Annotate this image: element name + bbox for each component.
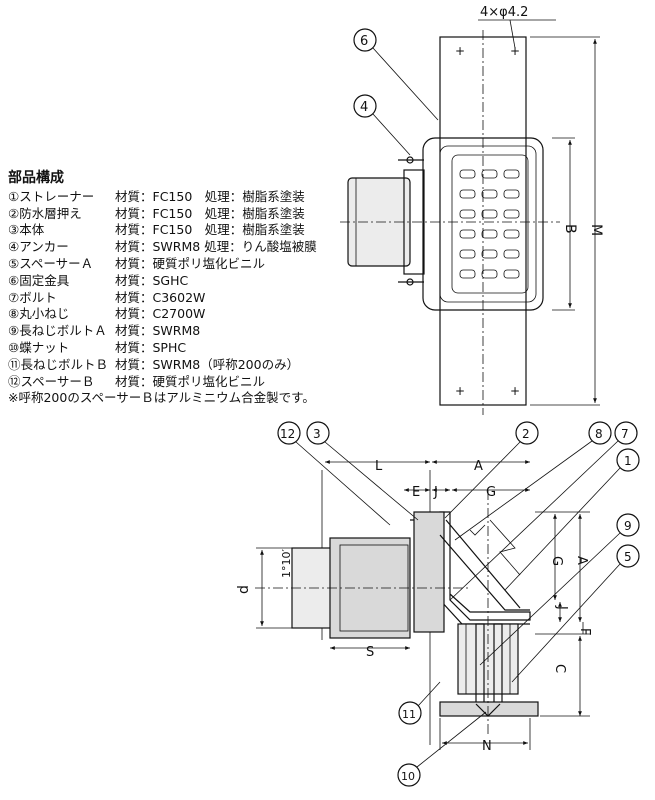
- part-name: ⑤スペーサーＡ: [8, 255, 94, 271]
- callout-12: 12: [277, 421, 391, 526]
- parts-row: ③本体 材質：FC150 処理：樹脂系塗装: [8, 222, 348, 239]
- part-name: ⑦ボルト: [8, 289, 57, 305]
- svg-text:10: 10: [401, 770, 415, 783]
- parts-row: ⑤スペーサーＡ 材質：硬質ポリ塩化ビニル: [8, 256, 348, 273]
- dim-J-top: J: [433, 485, 438, 500]
- parts-row: ⑫スペーサーＢ 材質：硬質ポリ塩化ビニル: [8, 374, 348, 391]
- parts-list: 部品構成 ①ストレーナー材質：FC150 処理：樹脂系塗装 ②防水層押え材質：F…: [8, 170, 348, 407]
- callout-3: 3: [306, 421, 419, 521]
- dim-C: C: [552, 664, 567, 673]
- part-name: ④アンカー: [8, 239, 69, 255]
- svg-text:+: +: [455, 384, 465, 398]
- dim-G-top: G: [486, 485, 496, 500]
- callout-2: 2: [444, 421, 539, 519]
- svg-text:5: 5: [624, 550, 632, 564]
- part-material: 材質：SWRM8 処理：りん酸塩被膜: [115, 239, 317, 255]
- callout-9: 9: [479, 513, 640, 666]
- part-name: ⑥固定金具: [8, 272, 70, 288]
- parts-row: ②防水層押え 材質：FC150 処理：樹脂系塗装: [8, 206, 348, 223]
- part-material: 材質：硬質ポリ塩化ビニル: [115, 373, 266, 389]
- part-material: 材質：SWRM8（呼称200のみ）: [115, 356, 300, 372]
- part-name: ⑩蝶ナット: [8, 339, 70, 355]
- part-material: 材質：C3602W: [115, 289, 206, 305]
- hole-label: 4×φ4.2: [480, 5, 528, 20]
- svg-text:6: 6: [360, 34, 368, 49]
- part-material: 材質：FC150 処理：樹脂系塗装: [115, 188, 305, 204]
- svg-text:+: +: [455, 44, 465, 58]
- svg-text:2: 2: [522, 427, 530, 441]
- part-material: 材質：FC150 処理：樹脂系塗装: [115, 222, 305, 238]
- strainer-grid: [451, 154, 529, 294]
- callout-11: 11: [398, 681, 441, 725]
- svg-text:1: 1: [624, 454, 632, 468]
- callout-7: 7: [449, 421, 638, 601]
- callout-8: 8: [454, 421, 612, 541]
- part-name: ⑫スペーサーＢ: [8, 373, 95, 389]
- dim-A-top: A: [474, 459, 483, 474]
- parts-row: ⑦ボルト 材質：C3602W: [8, 290, 348, 307]
- dim-L: L: [375, 459, 383, 474]
- parts-row: ⑪長ねじボルトＢ 材質：SWRM8（呼称200のみ）: [8, 357, 348, 374]
- dim-A-side: A: [574, 556, 589, 565]
- svg-text:4: 4: [360, 100, 368, 115]
- part-material: 材質：硬質ポリ塩化ビニル: [115, 255, 266, 271]
- svg-text:9: 9: [624, 519, 632, 533]
- svg-text:7: 7: [621, 427, 629, 441]
- callout-6: 6: [353, 28, 439, 121]
- dim-d: d: [236, 585, 252, 594]
- svg-text:3: 3: [313, 427, 321, 441]
- dim-N: N: [482, 739, 492, 754]
- dim-S: S: [366, 645, 374, 660]
- dim-J-side: J: [554, 605, 569, 610]
- part-material: 材質：SWRM8: [115, 323, 201, 339]
- svg-text:+: +: [510, 384, 520, 398]
- plate-holes: + + + +: [455, 44, 520, 398]
- part-material: 材質：C2700W: [115, 306, 206, 322]
- parts-list-title: 部品構成: [8, 170, 64, 186]
- svg-text:11: 11: [402, 708, 416, 721]
- svg-text:12: 12: [280, 427, 295, 441]
- section-strainer: [445, 519, 521, 609]
- part-name: ②防水層押え: [8, 205, 82, 221]
- parts-row: ⑩蝶ナット 材質：SPHC: [8, 340, 348, 357]
- part-name: ⑧丸小ねじ: [8, 306, 70, 322]
- parts-row: ①ストレーナー 材質：FC150 処理：樹脂系塗装: [8, 189, 348, 206]
- svg-text:+: +: [510, 44, 520, 58]
- parts-note: ※呼称200のスペーサーＢはアルミニウム合金製です。: [8, 390, 315, 406]
- section-base-plate: [439, 701, 539, 717]
- part-material: 材質：SPHC: [115, 339, 187, 355]
- dim-B-label: B: [562, 224, 578, 234]
- callout-5: 5: [511, 544, 640, 683]
- part-name: ①ストレーナー: [8, 188, 95, 204]
- part-name: ⑨長ねじボルトＡ: [8, 323, 107, 339]
- callout-4: 4: [353, 94, 411, 156]
- top-view: + + + +: [340, 5, 604, 415]
- anchors: [398, 156, 424, 286]
- parts-row: ⑨長ねじボルトＡ 材質：SWRM8: [8, 323, 348, 340]
- parts-row: ⑧丸小ねじ 材質：C2700W: [8, 306, 348, 323]
- dim-F: F: [577, 628, 592, 635]
- dim-E: E: [412, 485, 420, 500]
- dim-M-label: M: [588, 224, 604, 236]
- part-material: 材質：FC150 処理：樹脂系塗装: [115, 205, 305, 221]
- section-view: L A E J G G A J F C d 1°10′ S N: [236, 421, 640, 787]
- callout-10: 10: [397, 711, 487, 787]
- part-material: 材質：SGHC: [115, 272, 189, 288]
- parts-row: ④アンカー 材質：SWRM8 処理：りん酸塩被膜: [8, 239, 348, 256]
- slope-label: 1°10′: [280, 549, 293, 578]
- dim-G-side: G: [549, 556, 564, 566]
- part-name: ③本体: [8, 222, 45, 238]
- svg-text:8: 8: [595, 427, 603, 441]
- callout-1: 1: [504, 448, 640, 591]
- parts-row: ⑥固定金具 材質：SGHC: [8, 273, 348, 290]
- part-name: ⑪長ねじボルトＢ: [8, 356, 109, 372]
